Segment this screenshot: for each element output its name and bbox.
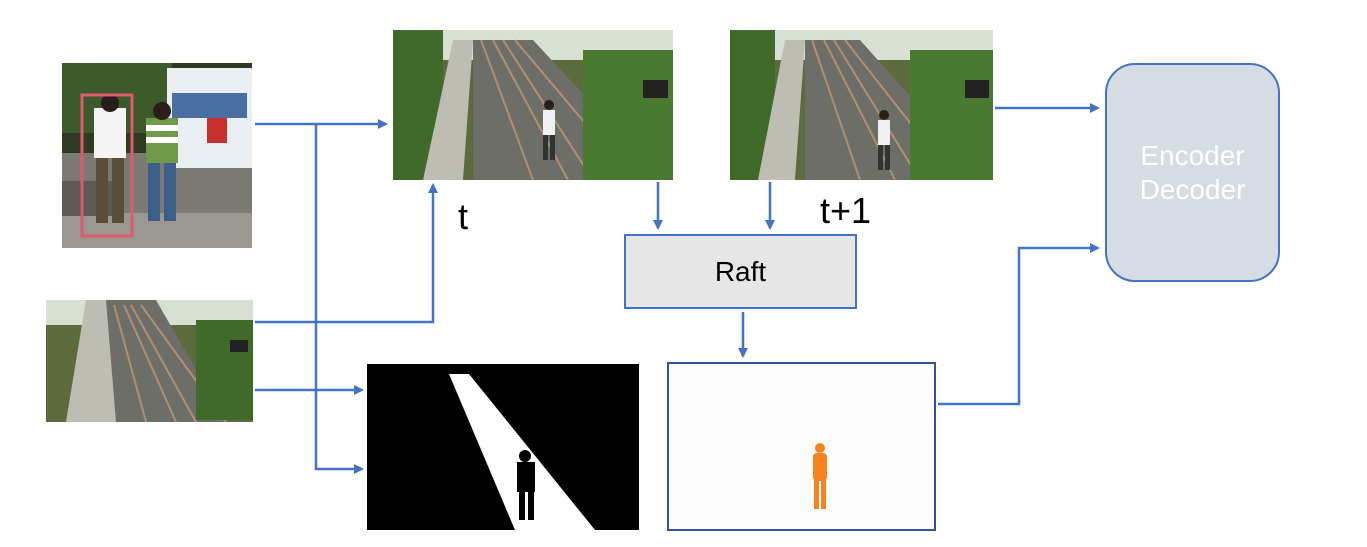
frame-t-plus-1-image	[730, 30, 993, 180]
label-t: t	[458, 196, 469, 237]
bounding-box	[80, 93, 134, 238]
decoder-label: Decoder	[1139, 173, 1246, 205]
raft-block: Raft	[624, 234, 857, 309]
reference-person-image	[62, 63, 252, 248]
label-t-plus-1: t+1	[820, 190, 872, 231]
raft-label: Raft	[714, 255, 767, 287]
mask-image	[367, 364, 639, 530]
optical-flow-image	[667, 362, 936, 531]
arrow-flow-to-encoder	[938, 243, 1100, 406]
frame-t-image	[393, 30, 673, 180]
background-frame-image	[46, 300, 253, 422]
encoder-decoder-block: Encoder Decoder	[1105, 63, 1280, 282]
arrow-ref-to-mask	[314, 124, 364, 474]
arrow-bg-to-frame-t	[255, 183, 438, 324]
encoder-label: Encoder	[1140, 139, 1245, 171]
